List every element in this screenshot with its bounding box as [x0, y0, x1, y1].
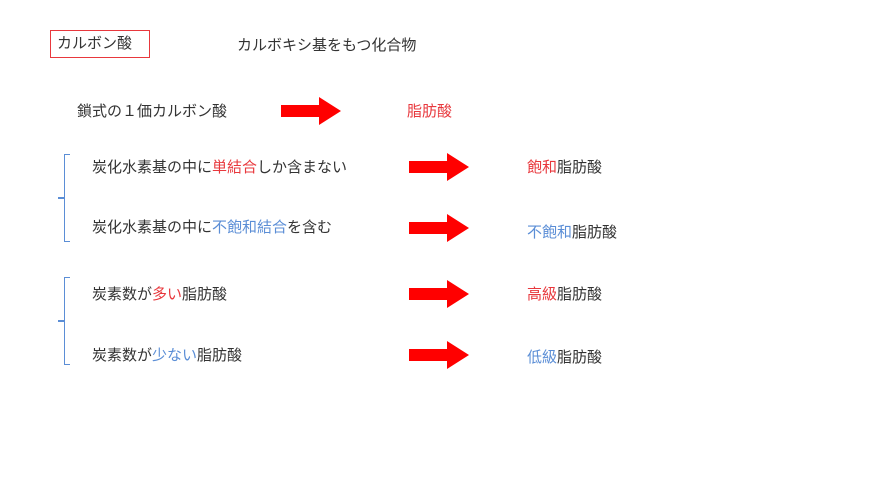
condition-suffix: 脂肪酸: [197, 346, 243, 364]
condition-suffix: 脂肪酸: [182, 285, 228, 303]
term-label: カルボン酸: [57, 34, 133, 52]
group1-bracket: [64, 154, 70, 242]
result-rest: 脂肪酸: [572, 223, 618, 241]
result-rest: 脂肪酸: [557, 285, 603, 303]
result-highlight: 低級: [527, 348, 558, 366]
condition-highlight: 多い: [152, 285, 183, 303]
condition-suffix: しか含まない: [257, 158, 348, 176]
result-rest: 脂肪酸: [557, 158, 603, 176]
term-box: カルボン酸: [50, 30, 150, 58]
unsaturated-condition: 炭化水素基の中に不飽和結合を含む: [92, 217, 332, 237]
right-arrow-icon: [409, 280, 469, 308]
result-rest: 脂肪酸: [557, 348, 603, 366]
result-highlight: 不飽和: [527, 223, 573, 241]
right-arrow-icon: [409, 153, 469, 181]
condition-prefix: 炭素数が: [92, 346, 153, 364]
right-arrow-icon: [409, 341, 469, 369]
group1-bracket-tick: [58, 197, 64, 199]
saturated-result: 飽和脂肪酸: [527, 157, 602, 177]
result-highlight: 高級: [527, 285, 558, 303]
condition-prefix: 炭化水素基の中に: [92, 158, 213, 176]
higher-result: 高級脂肪酸: [527, 284, 602, 304]
condition-highlight: 少ない: [152, 346, 198, 364]
saturated-condition: 炭化水素基の中に単結合しか含まない: [92, 157, 347, 177]
lower-result: 低級脂肪酸: [527, 347, 602, 367]
result-highlight: 飽和: [527, 158, 558, 176]
unsaturated-result: 不飽和脂肪酸: [527, 222, 617, 242]
right-arrow-icon: [409, 214, 469, 242]
lower-condition: 炭素数が少ない脂肪酸: [92, 345, 242, 365]
term-definition: カルボキシ基をもつ化合物: [237, 36, 417, 54]
condition-prefix: 炭化水素基の中に: [92, 218, 213, 236]
group2-bracket: [64, 277, 70, 365]
condition-suffix: を含む: [287, 218, 333, 236]
condition-highlight: 不飽和結合: [212, 218, 288, 236]
chain-text: 鎖式の１価カルボン酸: [77, 102, 228, 120]
right-arrow-icon: [281, 97, 341, 125]
condition-prefix: 炭素数が: [92, 285, 153, 303]
group2-bracket-tick: [58, 320, 64, 322]
higher-condition: 炭素数が多い脂肪酸: [92, 284, 227, 304]
condition-highlight: 単結合: [212, 158, 258, 176]
chain-result: 脂肪酸: [407, 102, 453, 120]
